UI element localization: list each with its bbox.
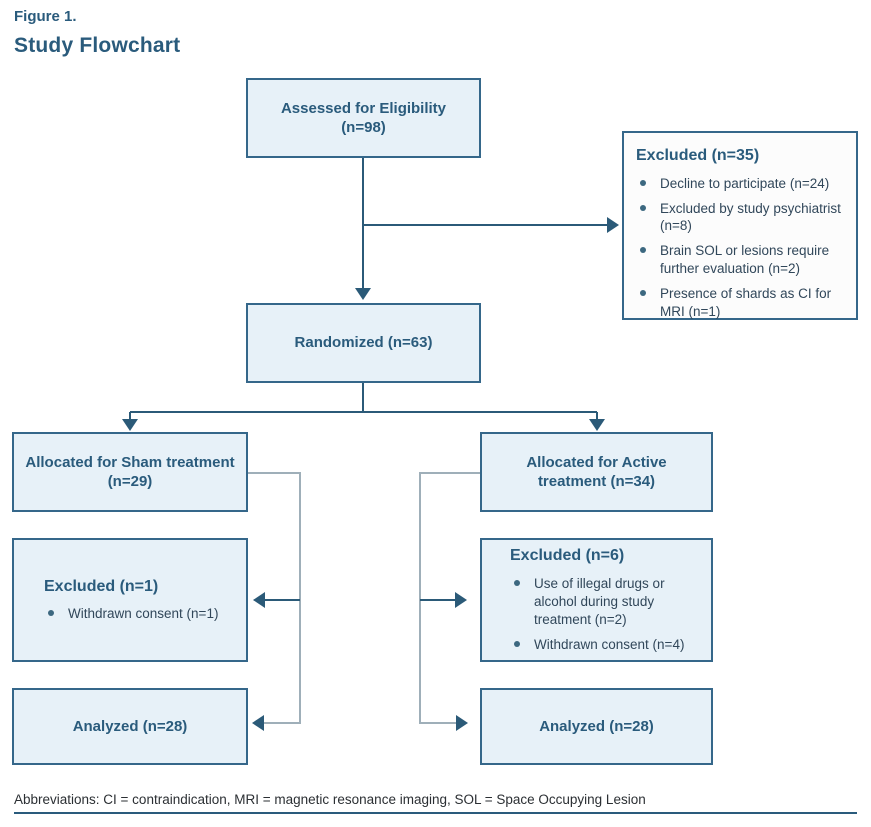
arrowhead-down-randomized (355, 288, 371, 300)
list-item-text: Withdrawn consent (n=4) (534, 636, 685, 652)
excluded-sham-list: Withdrawn consent (n=1) (44, 605, 238, 623)
box-allocated-sham-label: Allocated for Sham treatment (n=29) (25, 453, 235, 491)
bullet-icon (640, 179, 646, 186)
arrowhead-right-analyzed-active (456, 715, 468, 731)
box-analyzed-sham-label: Analyzed (n=28) (72, 717, 188, 735)
arrowhead-down-alloc-active (589, 419, 605, 431)
abbreviations-note: Abbreviations: CI = contraindication, MR… (14, 792, 646, 807)
box-analyzed-active-label: Analyzed (n=28) (539, 717, 654, 735)
bullet-icon (48, 610, 54, 617)
list-item-text: Excluded by study psychiatrist (n=8) (660, 200, 841, 234)
arrowhead-left-excluded-sham (253, 592, 265, 608)
box-excluded-active: Excluded (n=6) Use of illegal drugs or a… (480, 538, 713, 662)
list-item-text: Withdrawn consent (n=1) (68, 606, 219, 622)
box-randomized: Randomized (n=63) (246, 303, 481, 383)
excluded-overall-title: Excluded (n=35) (636, 147, 760, 164)
box-analyzed-sham: Analyzed (n=28) (12, 688, 248, 765)
list-item-text: Use of illegal drugs or alcohol during s… (534, 576, 665, 627)
footer-divider (14, 812, 857, 814)
box-excluded-sham: Excluded (n=1) Withdrawn consent (n=1) (12, 538, 248, 662)
excluded-sham-title: Excluded (n=1) (44, 577, 159, 595)
box-allocated-sham: Allocated for Sham treatment (n=29) (12, 432, 248, 512)
box-randomized-label: Randomized (n=63) (294, 334, 433, 352)
figure-label: Figure 1. (14, 8, 77, 25)
box-assessed-label: Assessed for Eligibility (n=98) (280, 99, 447, 137)
excluded-overall-list: Decline to participate (n=24) Excluded b… (636, 175, 846, 321)
box-excluded-overall: Excluded (n=35) Decline to participate (… (622, 131, 858, 320)
excluded-active-title: Excluded (n=6) (510, 547, 625, 565)
box-assessed-eligibility: Assessed for Eligibility (n=98) (246, 78, 481, 158)
arrowhead-down-alloc-sham (122, 419, 138, 431)
bullet-icon (514, 640, 520, 647)
list-item-text: Presence of shards as CI for MRI (n=1) (660, 285, 832, 319)
arrowhead-right-excluded-active (455, 592, 467, 608)
box-allocated-active: Allocated for Active treatment (n=34) (480, 432, 713, 512)
elbow-connector-active (419, 472, 480, 724)
arrowhead-right-excluded-top (607, 217, 619, 233)
box-analyzed-active: Analyzed (n=28) (480, 688, 713, 765)
bullet-icon (640, 247, 646, 254)
list-item-text: Brain SOL or lesions require further eva… (660, 243, 830, 277)
bullet-icon (640, 204, 646, 211)
list-item: Excluded by study psychiatrist (n=8) (636, 200, 846, 236)
arrowhead-left-analyzed-sham (252, 715, 264, 731)
figure-title: Study Flowchart (14, 34, 181, 57)
list-item: Use of illegal drugs or alcohol during s… (510, 575, 703, 628)
list-item: Withdrawn consent (n=1) (44, 605, 238, 623)
bullet-icon (640, 289, 646, 296)
arrow-randomized-split (129, 383, 598, 419)
box-allocated-active-label: Allocated for Active treatment (n=34) (526, 453, 667, 491)
list-item: Presence of shards as CI for MRI (n=1) (636, 285, 846, 321)
list-item-text: Decline to participate (n=24) (660, 175, 830, 191)
list-item: Brain SOL or lesions require further eva… (636, 242, 846, 278)
list-item: Decline to participate (n=24) (636, 175, 846, 193)
bullet-icon (514, 580, 520, 587)
excluded-active-list: Use of illegal drugs or alcohol during s… (510, 575, 703, 653)
list-item: Withdrawn consent (n=4) (510, 636, 703, 654)
elbow-connector-sham (248, 472, 301, 724)
